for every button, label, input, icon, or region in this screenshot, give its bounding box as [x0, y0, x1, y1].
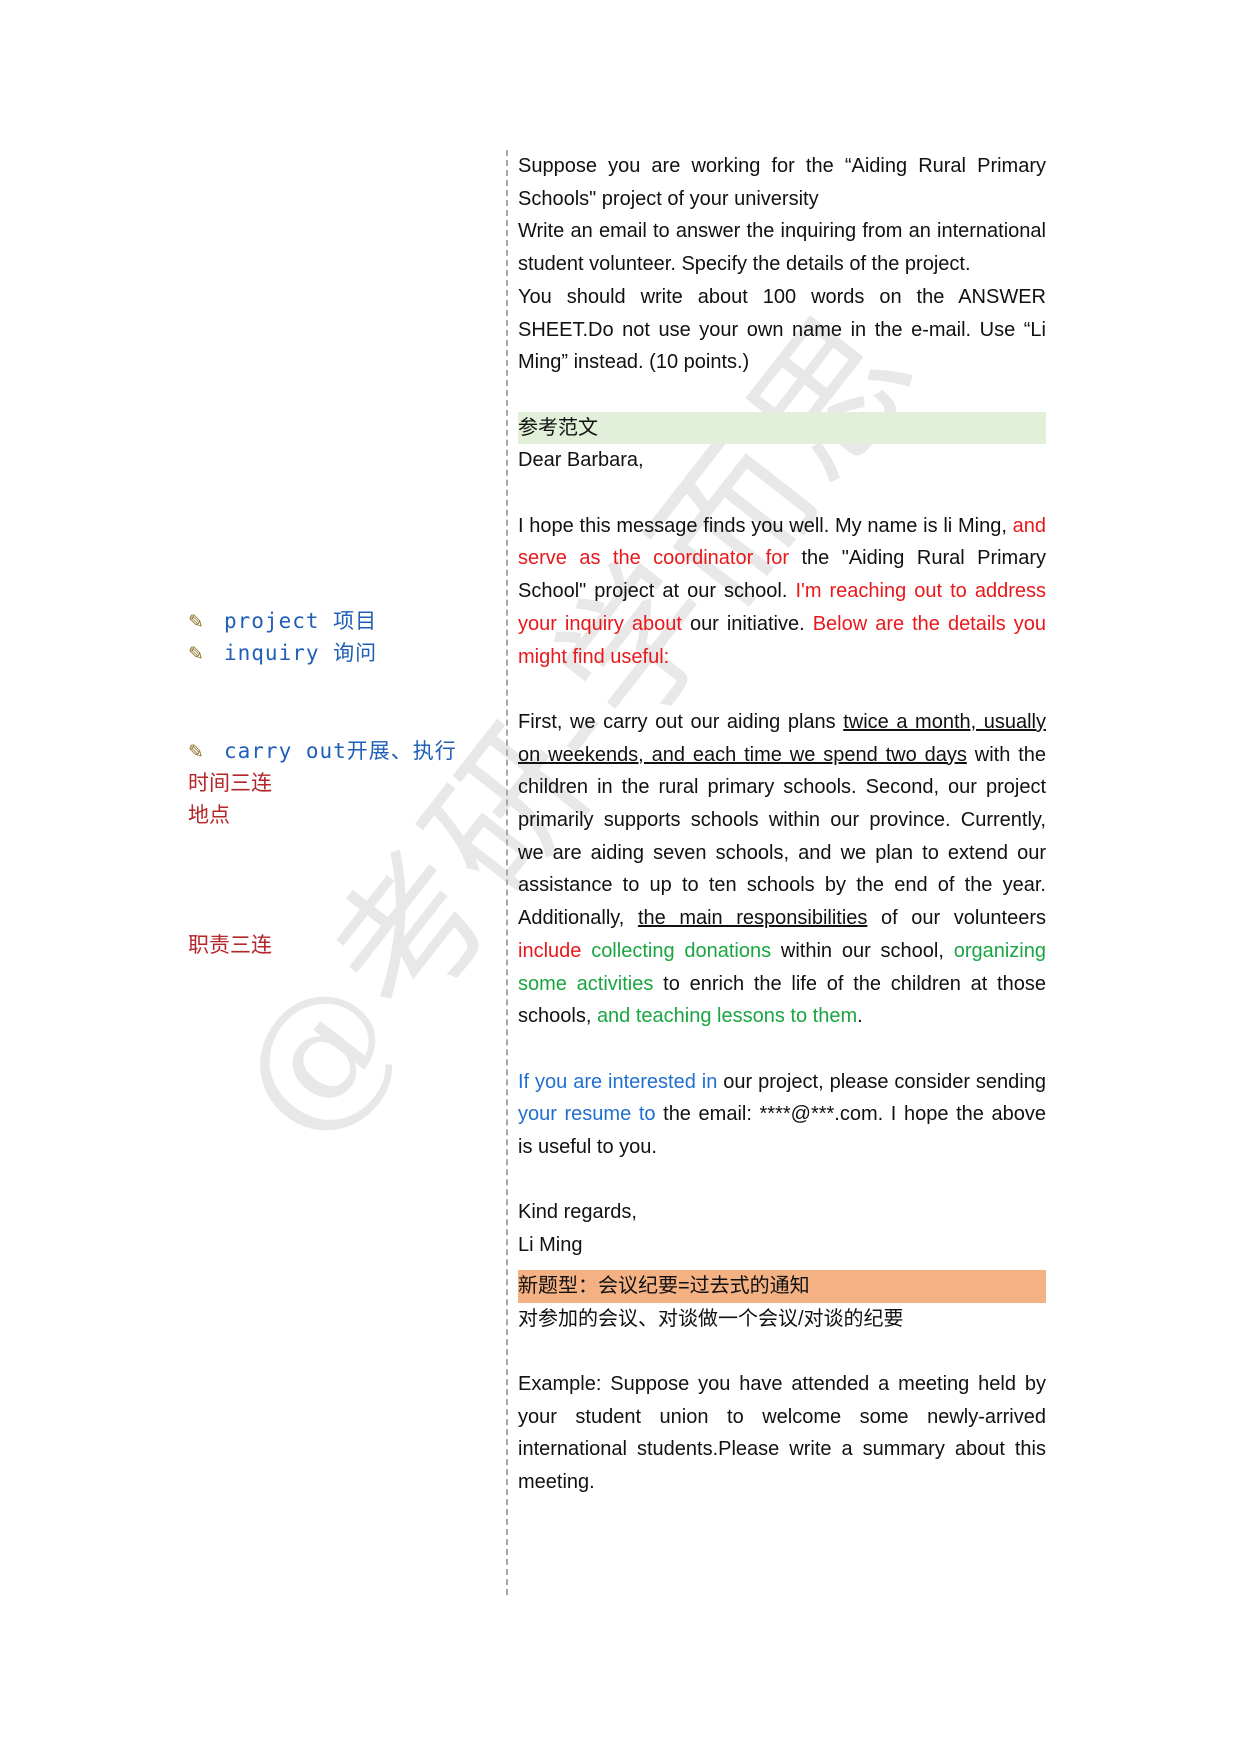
pencil-icon: ✎ — [188, 611, 204, 633]
greeting: Dear Barbara, — [518, 449, 644, 472]
pencil-icon: ✎ — [188, 741, 204, 763]
closing: Kind regards, — [518, 1201, 637, 1224]
sample-paragraph-3: If you are interested in our project, pl… — [518, 1070, 1047, 1159]
task-paragraph-3: You should write about 100 words on the … — [518, 285, 1046, 374]
new-type-description: 对参加的会议、对谈做一个会议/对谈的纪要 — [518, 1307, 904, 1330]
task-paragraph-1: Suppose you are working for the “Aiding … — [518, 155, 1046, 210]
example-paragraph: Example: Suppose you have attended a mee… — [518, 1372, 1046, 1494]
main-column: Suppose you are working for the “Aiding … — [518, 150, 1046, 1499]
sample-heading: 参考范文 — [518, 411, 1046, 445]
note-time: 时间三连 — [188, 771, 272, 795]
signature: Li Ming — [518, 1234, 583, 1257]
note-duties: 职责三连 — [188, 933, 272, 957]
note-inquiry: ✎inquiry 询问 — [188, 637, 377, 670]
task-paragraph-2: Write an email to answer the inquiring f… — [518, 220, 1046, 276]
sample-paragraph-1: I hope this message finds you well. My n… — [518, 514, 1047, 668]
note-carry-out: ✎carry out开展、执行 — [188, 735, 457, 768]
column-divider — [506, 150, 508, 1595]
note-place: 地点 — [188, 803, 230, 827]
pencil-icon: ✎ — [188, 643, 204, 665]
new-type-heading: 新题型：会议纪要=过去式的通知 — [518, 1269, 1046, 1303]
note-project: ✎project 项目 — [188, 605, 377, 638]
sample-paragraph-2: First, we carry out our aiding plans twi… — [518, 710, 1047, 1028]
